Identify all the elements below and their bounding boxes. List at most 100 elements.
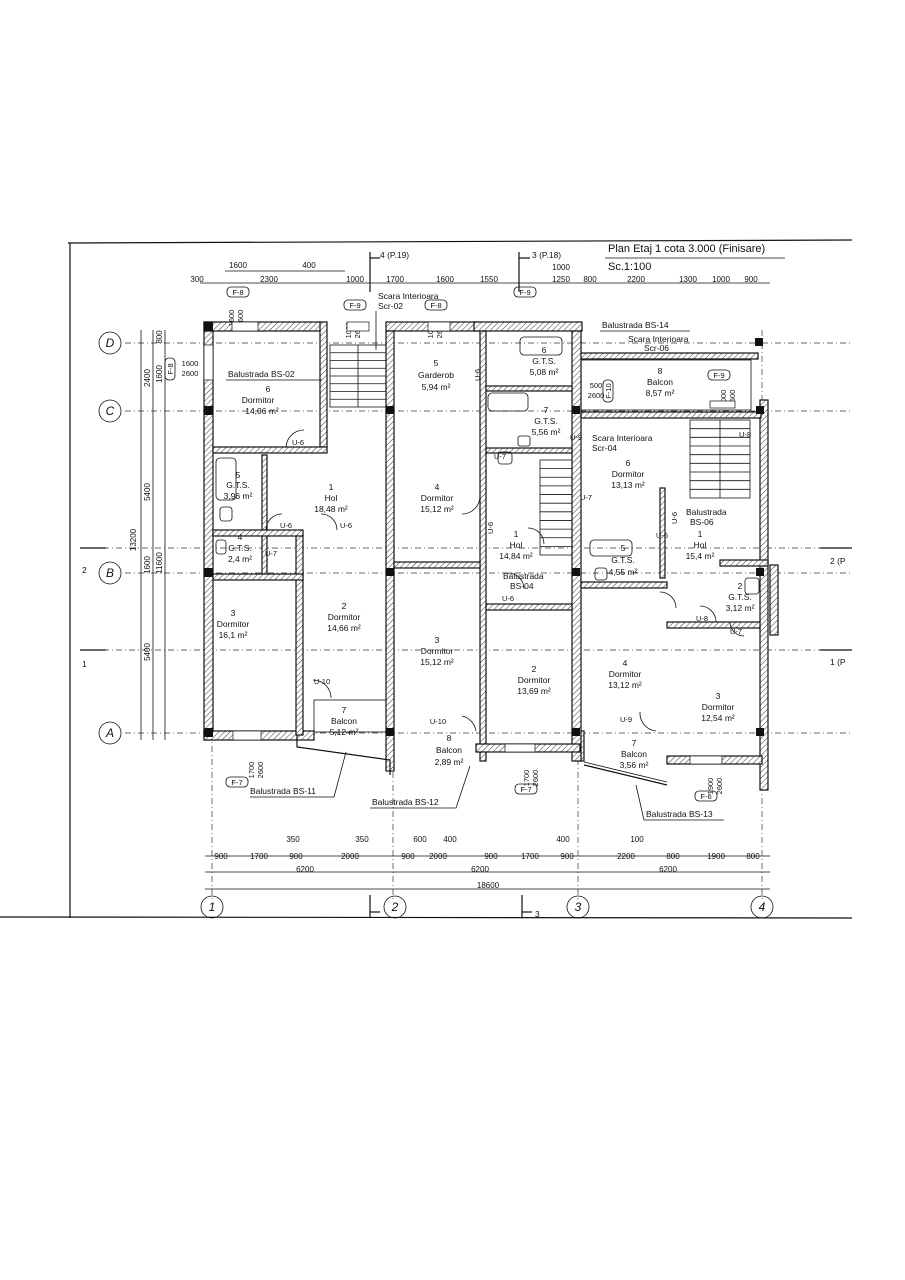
svg-text:13200: 13200 bbox=[129, 528, 138, 551]
svg-text:14,84 m²: 14,84 m² bbox=[499, 551, 533, 561]
svg-text:400: 400 bbox=[443, 835, 457, 844]
svg-text:Dormitor: Dormitor bbox=[609, 669, 642, 679]
svg-text:U-6: U-6 bbox=[670, 512, 679, 524]
svg-text:1600: 1600 bbox=[182, 359, 199, 368]
svg-text:Balcon: Balcon bbox=[331, 716, 357, 726]
svg-text:7: 7 bbox=[342, 705, 347, 715]
svg-text:13,13 m²: 13,13 m² bbox=[611, 480, 645, 490]
svg-text:1: 1 bbox=[82, 659, 87, 669]
svg-text:2600: 2600 bbox=[256, 762, 265, 779]
axis-1: 1 bbox=[209, 900, 216, 914]
columns bbox=[204, 322, 764, 737]
svg-text:2400: 2400 bbox=[143, 369, 152, 387]
svg-text:1700: 1700 bbox=[521, 852, 539, 861]
axis-c: C bbox=[106, 404, 115, 418]
svg-text:4: 4 bbox=[623, 658, 628, 668]
svg-text:16,1 m²: 16,1 m² bbox=[219, 630, 248, 640]
svg-text:1000: 1000 bbox=[712, 275, 730, 284]
svg-text:G.T.S.: G.T.S. bbox=[226, 480, 250, 490]
svg-text:G.T.S.: G.T.S. bbox=[532, 356, 556, 366]
axis-2: 2 bbox=[391, 900, 399, 914]
svg-text:5,56 m²: 5,56 m² bbox=[532, 427, 561, 437]
svg-text:Balcon: Balcon bbox=[436, 745, 462, 755]
svg-text:18,48 m²: 18,48 m² bbox=[314, 504, 348, 514]
svg-text:Balcon: Balcon bbox=[647, 377, 673, 387]
axis-a: A bbox=[105, 726, 114, 740]
svg-text:1600: 1600 bbox=[436, 275, 454, 284]
svg-text:U-9: U-9 bbox=[620, 715, 632, 724]
svg-text:F-8: F-8 bbox=[232, 288, 243, 297]
svg-text:100: 100 bbox=[630, 835, 644, 844]
svg-text:3: 3 bbox=[535, 909, 540, 919]
svg-text:Dormitor: Dormitor bbox=[702, 702, 735, 712]
svg-text:13,69 m²: 13,69 m² bbox=[517, 686, 551, 696]
svg-text:1700: 1700 bbox=[250, 852, 268, 861]
svg-text:U-6: U-6 bbox=[280, 521, 292, 530]
svg-text:U-8: U-8 bbox=[696, 614, 708, 623]
svg-text:Scr-04: Scr-04 bbox=[592, 443, 617, 453]
svg-text:5: 5 bbox=[621, 543, 626, 553]
sheet-frame bbox=[0, 239, 853, 919]
svg-text:900: 900 bbox=[744, 275, 758, 284]
top-dimensions: 300 1600 2300 400 1000 1700 1600 1550 10… bbox=[190, 261, 770, 284]
svg-text:300: 300 bbox=[190, 275, 204, 284]
svg-text:2300: 2300 bbox=[260, 275, 278, 284]
doors bbox=[265, 429, 745, 732]
svg-text:Balustrada: Balustrada bbox=[686, 507, 727, 517]
svg-text:Scr-02: Scr-02 bbox=[378, 301, 403, 311]
svg-text:U-10: U-10 bbox=[430, 717, 446, 726]
room-labels: 6 Dormitor 14,06 m² 5 Garderob 5,94 m² 6… bbox=[217, 345, 755, 770]
svg-text:5: 5 bbox=[434, 358, 439, 368]
svg-text:U-8: U-8 bbox=[739, 430, 751, 439]
svg-text:F-10: F-10 bbox=[604, 383, 613, 398]
svg-text:350: 350 bbox=[286, 835, 300, 844]
svg-text:5,08 m²: 5,08 m² bbox=[530, 367, 559, 377]
svg-text:2,89 m²: 2,89 m² bbox=[435, 757, 464, 767]
annotations: Scara Interioara Scr-02 Balustrada BS-14… bbox=[226, 291, 727, 821]
axis-b: B bbox=[106, 566, 114, 580]
svg-text:Hol: Hol bbox=[694, 540, 707, 550]
svg-text:1550: 1550 bbox=[480, 275, 498, 284]
svg-text:4: 4 bbox=[238, 532, 243, 542]
svg-text:Scara Interioara: Scara Interioara bbox=[592, 433, 653, 443]
svg-text:3,56 m²: 3,56 m² bbox=[620, 760, 649, 770]
svg-text:Balustrada BS-02: Balustrada BS-02 bbox=[228, 369, 295, 379]
svg-text:1900: 1900 bbox=[706, 778, 715, 795]
svg-text:15,12 m²: 15,12 m² bbox=[420, 657, 454, 667]
plan-title: Plan Etaj 1 cota 3.000 (Finisare) bbox=[608, 243, 765, 255]
svg-text:Dormitor: Dormitor bbox=[421, 646, 454, 656]
svg-text:13,12 m²: 13,12 m² bbox=[608, 680, 642, 690]
svg-text:BS-06: BS-06 bbox=[690, 517, 714, 527]
row-axis-bubbles: D C B A bbox=[98, 331, 122, 745]
svg-text:1250: 1250 bbox=[552, 275, 570, 284]
title-block: Plan Etaj 1 cota 3.000 (Finisare) Sc.1:1… bbox=[608, 243, 765, 273]
svg-text:4 (P.19): 4 (P.19) bbox=[380, 250, 409, 260]
svg-text:600: 600 bbox=[413, 835, 427, 844]
svg-text:1 (P: 1 (P bbox=[830, 657, 846, 667]
svg-text:Dormitor: Dormitor bbox=[612, 469, 645, 479]
svg-text:800: 800 bbox=[155, 330, 164, 344]
svg-text:900: 900 bbox=[560, 852, 574, 861]
svg-text:350: 350 bbox=[355, 835, 369, 844]
svg-text:1600: 1600 bbox=[155, 365, 164, 383]
svg-text:1000: 1000 bbox=[552, 263, 570, 272]
svg-text:2000: 2000 bbox=[429, 852, 447, 861]
svg-text:G.T.S.: G.T.S. bbox=[534, 416, 558, 426]
svg-text:Dormitor: Dormitor bbox=[217, 619, 250, 629]
room-num: 6 bbox=[266, 384, 271, 394]
svg-text:2,4 m²: 2,4 m² bbox=[228, 554, 252, 564]
svg-text:12,54 m²: 12,54 m² bbox=[701, 713, 735, 723]
svg-text:6200: 6200 bbox=[659, 865, 677, 874]
svg-text:Balustrada BS-14: Balustrada BS-14 bbox=[602, 320, 669, 330]
svg-text:1600: 1600 bbox=[227, 310, 236, 327]
svg-text:8,57 m²: 8,57 m² bbox=[646, 388, 675, 398]
door-labels: U-6 U-6 U-6 U-7 U-6 U-7 U-6 U-10 U-10 U-… bbox=[265, 369, 751, 726]
svg-text:800: 800 bbox=[666, 852, 680, 861]
svg-text:U-6: U-6 bbox=[292, 438, 304, 447]
svg-text:Balustrada BS-12: Balustrada BS-12 bbox=[372, 797, 439, 807]
svg-text:U-6: U-6 bbox=[656, 531, 668, 540]
svg-text:2600: 2600 bbox=[715, 778, 724, 795]
svg-text:Balustrada BS-11: Balustrada BS-11 bbox=[250, 786, 316, 796]
svg-text:900: 900 bbox=[214, 852, 228, 861]
svg-text:Balustrada BS-13: Balustrada BS-13 bbox=[646, 809, 713, 819]
